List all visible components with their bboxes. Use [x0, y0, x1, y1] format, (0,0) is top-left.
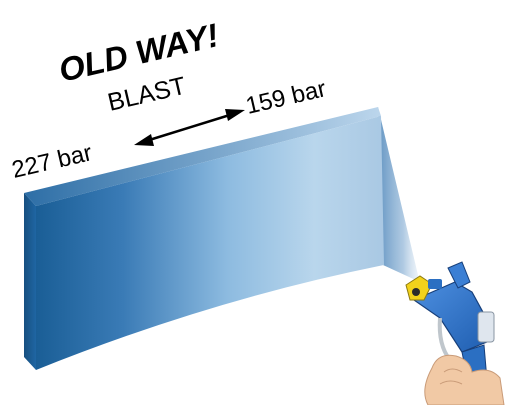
- spray-wall-side: [24, 193, 36, 370]
- pressure-high-label: 227 bar: [9, 139, 94, 184]
- spray-wall-front: [36, 116, 384, 370]
- double-headed-arrow-icon: [134, 109, 245, 146]
- hand-icon: [424, 354, 505, 405]
- method-label: BLAST: [105, 72, 188, 117]
- spray-wall-top: [24, 107, 381, 206]
- pressure-low-label: 159 bar: [243, 75, 328, 120]
- spray-fan: [378, 107, 420, 282]
- headline: OLD WAY!: [55, 16, 222, 89]
